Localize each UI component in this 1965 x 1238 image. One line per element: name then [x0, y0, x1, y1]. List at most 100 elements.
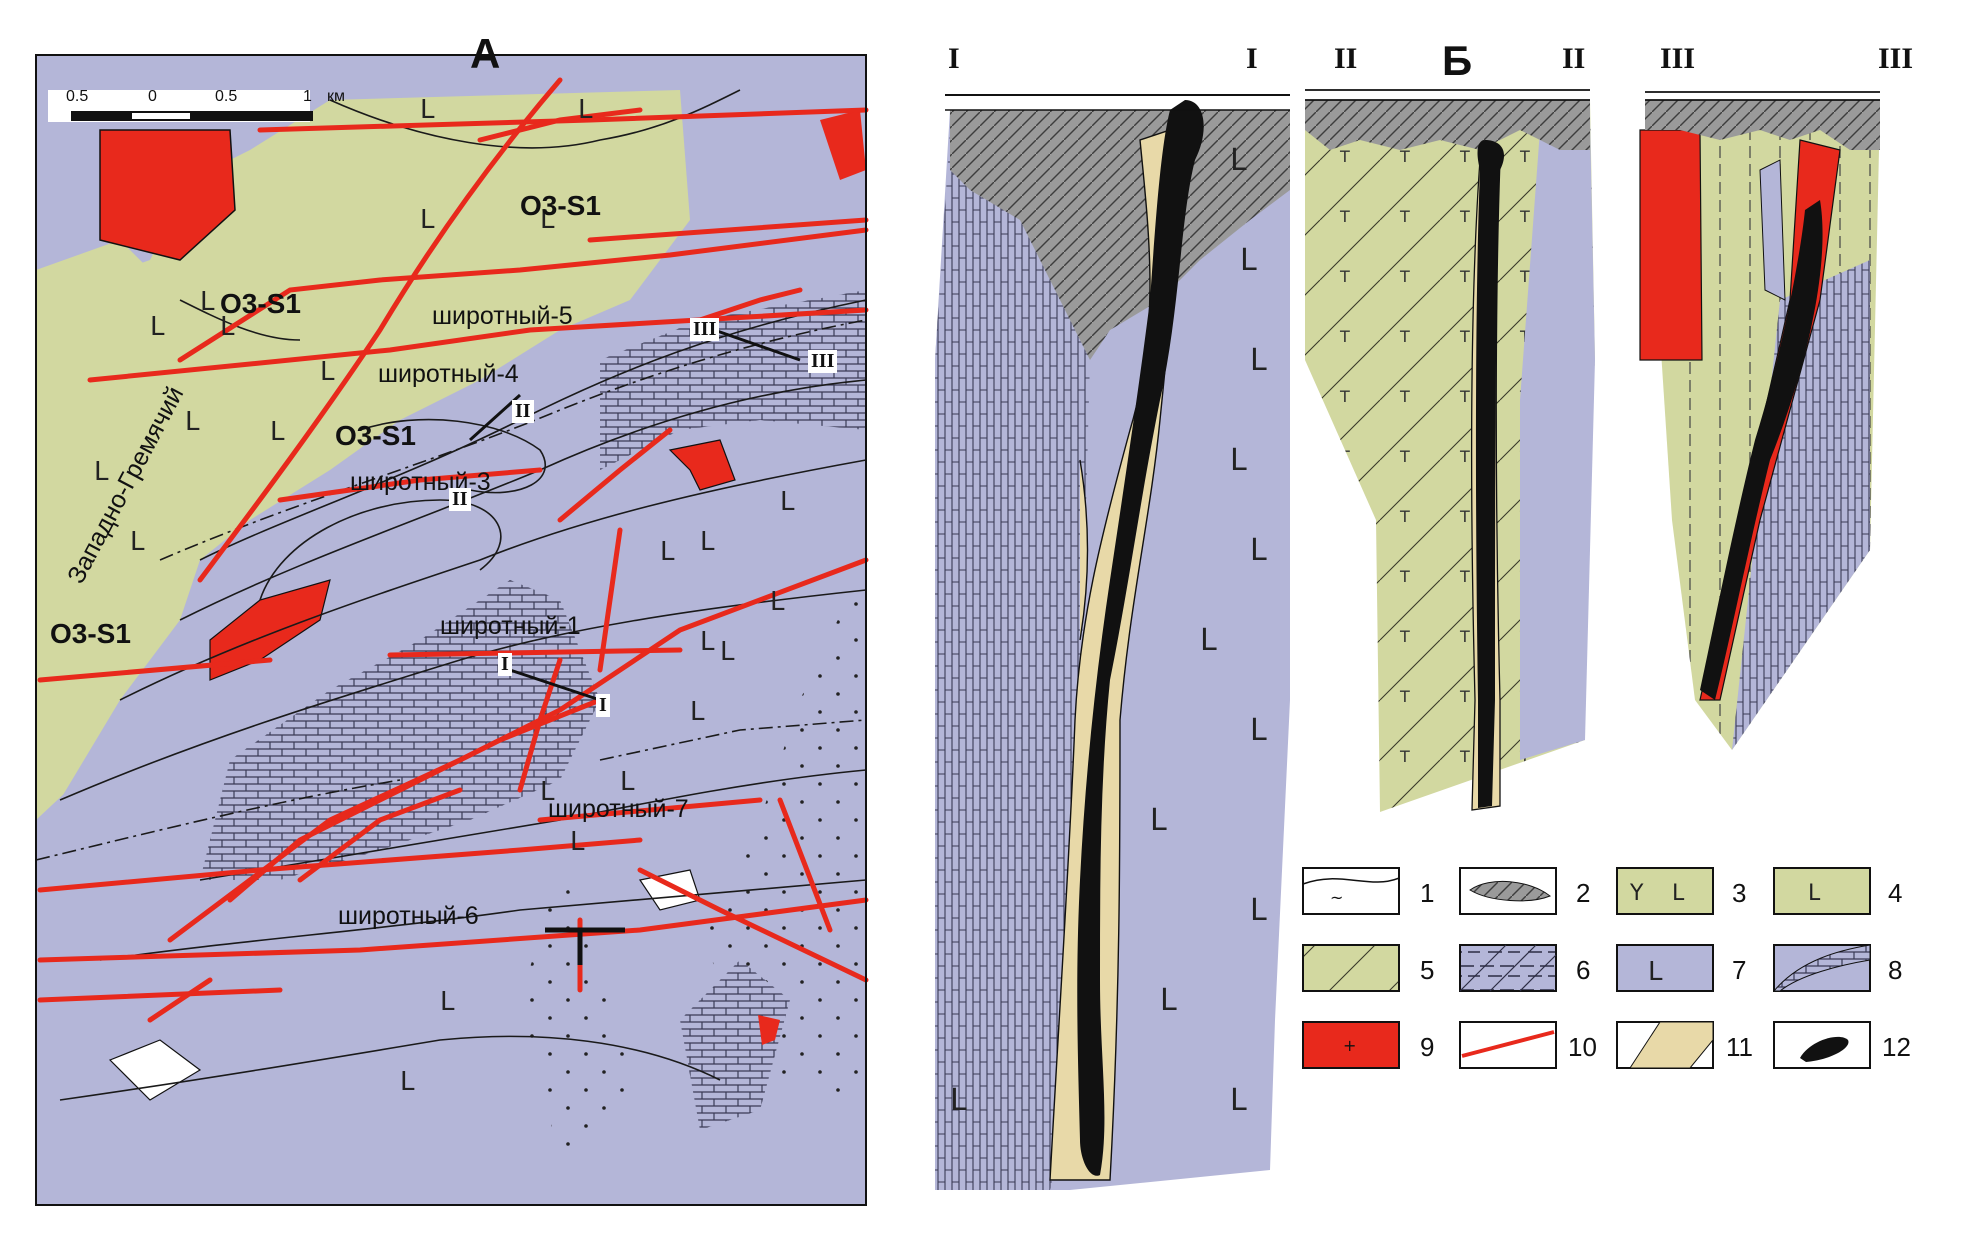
svg-text:L: L [130, 527, 145, 557]
svg-text:+: + [1343, 1036, 1356, 1055]
fault-label-7: широтный-7 [548, 795, 689, 823]
map-section-II-start: II [512, 400, 534, 423]
svg-text:L: L [1230, 1083, 1247, 1118]
svg-text:L: L [660, 537, 675, 567]
svg-text:L: L [1240, 243, 1257, 278]
svg-text:L: L [570, 827, 585, 857]
svg-text:L: L [770, 587, 785, 617]
legend-swatch-2 [1459, 867, 1557, 915]
section-II-left-label: II [1334, 42, 1358, 75]
legend-num-4: 4 [1888, 878, 1903, 908]
scale-tick-1: 0 [148, 88, 157, 105]
svg-text:L: L [578, 95, 593, 125]
svg-text:L: L [1150, 803, 1167, 838]
age-label-upper-left: O3-S1 [220, 288, 301, 319]
svg-text:Y: Y [1629, 881, 1644, 906]
svg-text:L: L [185, 407, 200, 437]
svg-text:L: L [200, 287, 215, 317]
scale-tick-2: 0.5 [215, 88, 238, 105]
scale-bar [48, 90, 313, 122]
legend-num-7: 7 [1732, 955, 1747, 985]
svg-text:L: L [700, 627, 715, 657]
age-label-middle: O3-S1 [335, 420, 416, 451]
svg-text:L: L [540, 777, 555, 807]
svg-text:L: L [540, 205, 555, 235]
svg-text:L: L [720, 637, 735, 667]
section-III [1639, 91, 1880, 750]
legend: ~ Y L L L [1302, 867, 1871, 1069]
legend-swatch-12 [1773, 1021, 1871, 1069]
legend-swatch-11 [1616, 1021, 1714, 1069]
legend-num-9: 9 [1420, 1032, 1435, 1062]
svg-text:L: L [320, 357, 335, 387]
scale-tick-0: 0.5 [66, 88, 89, 105]
panel-letter-b: Б [1442, 37, 1473, 84]
svg-text:L: L [1808, 881, 1821, 906]
fault-label-5: широтный-5 [432, 302, 573, 330]
svg-text:L: L [400, 1067, 415, 1097]
panel-letter-a: А [470, 30, 501, 77]
scale-tick-3: 1 [303, 88, 312, 105]
svg-text:L: L [690, 697, 705, 727]
svg-text:L: L [150, 312, 165, 342]
svg-text:L: L [1250, 343, 1267, 378]
legend-swatch-9: + [1302, 1021, 1400, 1069]
svg-text:L: L [220, 312, 235, 342]
legend-swatch-8 [1772, 944, 1871, 992]
section-III-left-label: III [1660, 42, 1696, 75]
legend-swatch-7: L [1616, 944, 1714, 992]
section-II-right-label: II [1562, 42, 1586, 75]
svg-text:L: L [780, 487, 795, 517]
age-label-left: O3-S1 [50, 618, 131, 649]
svg-text:L: L [1230, 443, 1247, 478]
section-III-right-label: III [1878, 42, 1914, 75]
svg-text:L: L [420, 95, 435, 125]
svg-text:L: L [1250, 893, 1267, 928]
svg-text:L: L [1230, 143, 1247, 178]
svg-text:L: L [420, 205, 435, 235]
legend-swatch-6 [1459, 944, 1557, 992]
map-section-II-end: II [449, 488, 471, 511]
section-II [1305, 89, 1595, 812]
svg-text:L: L [94, 457, 109, 487]
legend-swatch-5 [1302, 944, 1400, 992]
legend-num-11: 11 [1726, 1032, 1753, 1062]
map-panel-a: LL LL LL LL LL LL LL LL LL LL LL LL [35, 54, 869, 1206]
svg-text:L: L [1672, 881, 1685, 906]
section-I: L L L L L L L L L L L L [935, 94, 1290, 1190]
legend-num-6: 6 [1576, 955, 1591, 985]
legend-swatch-4: L [1773, 867, 1871, 915]
legend-num-5: 5 [1420, 955, 1435, 985]
svg-text:L: L [950, 1083, 967, 1118]
svg-text:~: ~ [1330, 888, 1343, 907]
map-section-III-start: III [690, 318, 720, 341]
svg-text:L: L [440, 987, 455, 1017]
legend-swatch-3: Y L [1616, 867, 1714, 915]
map-section-I-start: I [498, 653, 512, 676]
legend-swatch-10 [1459, 1021, 1557, 1069]
svg-text:L: L [1250, 533, 1267, 568]
svg-text:L: L [270, 417, 285, 447]
svg-text:L: L [700, 527, 715, 557]
svg-text:L: L [1648, 957, 1663, 987]
legend-swatch-1: ~ [1302, 867, 1400, 915]
legend-num-1: 1 [1420, 878, 1435, 908]
svg-text:L: L [1160, 983, 1177, 1018]
legend-num-10: 10 [1568, 1032, 1597, 1062]
map-section-I-end: I [596, 694, 610, 717]
legend-num-8: 8 [1888, 955, 1903, 985]
fault-label-1: широтный-1 [440, 612, 581, 640]
legend-num-12: 12 [1882, 1032, 1911, 1062]
fault-label-6: широтный-6 [338, 902, 479, 930]
svg-text:L: L [1200, 623, 1217, 658]
legend-num-3: 3 [1732, 878, 1747, 908]
fault-label-4: широтный-4 [378, 360, 519, 388]
map-section-III-end: III [808, 350, 838, 373]
legend-num-2: 2 [1576, 878, 1591, 908]
svg-text:L: L [1250, 713, 1267, 748]
section-I-left-label: I [948, 42, 960, 75]
svg-text:L: L [620, 767, 635, 797]
section-I-right-label: I [1246, 42, 1258, 75]
age-label-upper-right: O3-S1 [520, 190, 601, 221]
